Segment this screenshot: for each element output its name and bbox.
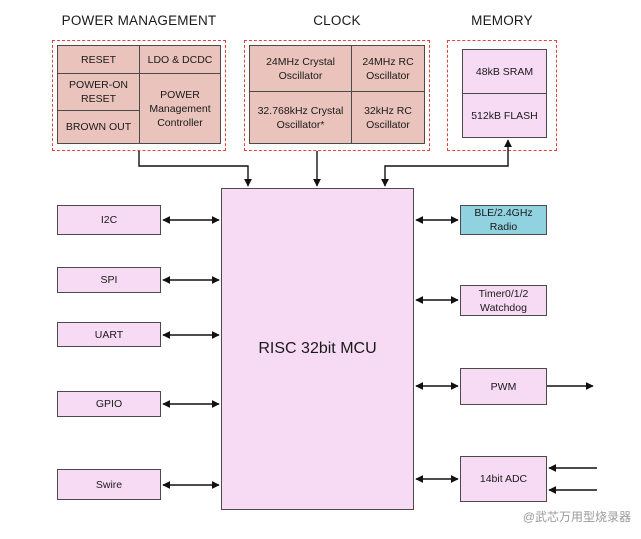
ble-radio-block: BLE/2.4GHz Radio: [460, 205, 547, 235]
swire-block: Swire: [57, 469, 161, 500]
brown-out-block: BROWN OUT: [57, 110, 140, 144]
pwm-block: PWM: [460, 368, 547, 405]
crystal-32khz-block: 32.768kHz Crystal Oscillator*: [249, 91, 352, 144]
i2c-block: I2C: [57, 205, 161, 235]
memory-title: MEMORY: [471, 13, 533, 28]
power-to-mcu-wire: [138, 151, 252, 187]
gpio-block: GPIO: [57, 391, 161, 417]
mcu-core-block: RISC 32bit MCU: [221, 188, 414, 510]
watermark: @武芯万用型烧录器: [522, 510, 631, 524]
memory-to-mcu-wire: [381, 139, 512, 187]
power-management-controller-block: POWER Management Controller: [139, 73, 221, 144]
rc-24mhz-block: 24MHz RC Oscillator: [351, 45, 425, 92]
clock-title: CLOCK: [313, 13, 361, 28]
ldo-dcdc-block: LDO & DCDC: [139, 45, 221, 74]
adc-block: 14bit ADC: [460, 456, 547, 502]
power-management-group: [52, 40, 226, 151]
crystal-24mhz-block: 24MHz Crystal Oscillator: [249, 45, 352, 92]
rc-32khz-block: 32kHz RC Oscillator: [351, 91, 425, 144]
clock-group: [244, 40, 430, 151]
spi-block: SPI: [57, 267, 161, 293]
flash-block: 512kB FLASH: [462, 93, 547, 138]
power-on-reset-block: POWER-ON RESET: [57, 73, 140, 111]
timer-watchdog-block: Timer0/1/2 Watchdog: [460, 285, 547, 316]
uart-block: UART: [57, 322, 161, 347]
power-management-title: POWER MANAGEMENT: [61, 13, 217, 28]
